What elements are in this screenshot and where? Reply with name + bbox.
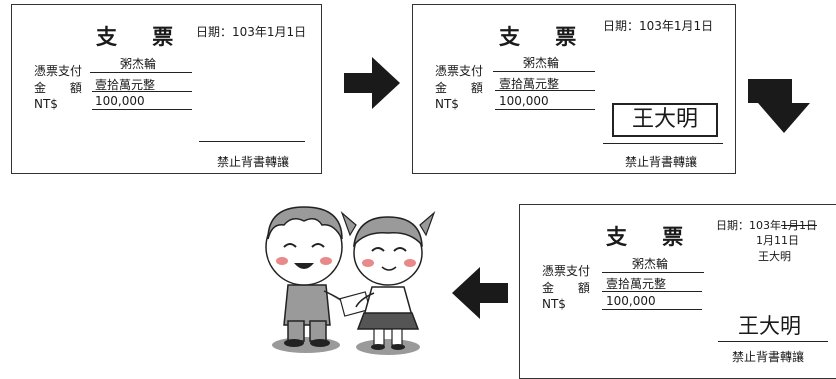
boy-icon <box>265 206 351 347</box>
signature-line <box>718 341 828 342</box>
payee-underline <box>602 272 704 273</box>
payee-label: 憑票支付 <box>542 264 591 278</box>
endorsement-note: 禁止背書轉讓 <box>217 155 290 169</box>
endorsement-note: 禁止背書轉讓 <box>625 155 698 169</box>
amount-underline <box>92 91 192 92</box>
date-correction-signer: 王大明 <box>758 250 791 263</box>
currency-value: 100,000 <box>606 294 656 308</box>
payee-label: 憑票支付 <box>34 64 83 78</box>
cheque-title: 支 票 <box>499 25 591 49</box>
signature-line <box>199 141 305 142</box>
payee-value: 粥杰輪 <box>120 57 157 71</box>
date-prefix: 日期：103年1月1日 <box>716 217 817 233</box>
girl-icon <box>340 211 436 350</box>
cheque-title: 支 票 <box>606 225 698 249</box>
currency-underline <box>602 309 702 310</box>
endorsement-note: 禁止背書轉讓 <box>732 350 805 364</box>
currency-value: 100,000 <box>95 94 145 108</box>
amount-value: 壹拾萬元整 <box>95 78 156 92</box>
cheque-date: 日期：103年1月1日 <box>603 19 714 33</box>
currency-label: NT$ <box>34 97 58 111</box>
arrow-left-icon <box>452 267 508 319</box>
cheque-original: 支 票 日期：103年1月1日 憑票支付 粥杰輪 金 額 壹拾萬元整 NT$ 1… <box>11 4 322 174</box>
payee-label: 憑票支付 <box>435 64 484 78</box>
cheque-date: 日期：103年1月1日 <box>196 25 307 39</box>
currency-value: 100,000 <box>499 94 549 108</box>
currency-label: NT$ <box>542 297 566 311</box>
payee-underline <box>493 71 595 72</box>
signature-line <box>603 143 723 144</box>
currency-underline <box>92 109 192 110</box>
date-prefix-text: 日期： <box>716 219 749 232</box>
amount-label: 金 額 <box>542 281 600 295</box>
amount-value: 壹拾萬元整 <box>499 77 560 91</box>
payee-value: 粥杰輪 <box>523 56 560 70</box>
girl-shadow-icon <box>356 339 420 355</box>
date-old-struck: 1月1日 <box>781 219 817 232</box>
arrow-down-icon <box>748 79 810 133</box>
boy-shadow-icon <box>272 337 340 353</box>
amount-value: 壹拾萬元整 <box>606 277 667 291</box>
cheque-corrected: 支 票 日期：103年1月1日 1月11日 王大明 憑票支付 粥杰輪 金 額 壹… <box>519 204 836 379</box>
currency-label: NT$ <box>435 97 459 111</box>
signature-stamp: 王大明 <box>612 103 718 137</box>
signature: 王大明 <box>738 314 801 338</box>
payee-underline <box>90 72 192 73</box>
amount-label: 金 額 <box>435 81 493 95</box>
cheque-signed: 支 票 日期：103年1月1日 憑票支付 粥杰輪 金 額 壹拾萬元整 NT$ 1… <box>412 4 736 174</box>
amount-underline <box>602 291 702 292</box>
amount-underline <box>495 90 595 91</box>
amount-label: 金 額 <box>34 81 92 95</box>
cheque-title: 支 票 <box>96 25 188 49</box>
payee-value: 粥杰輪 <box>632 257 669 271</box>
arrow-right-icon <box>344 57 400 109</box>
date-year: 103年 <box>749 219 781 232</box>
currency-underline <box>495 109 595 110</box>
children-exchanging-cheque-illustration <box>265 206 436 355</box>
date-new: 1月11日 <box>756 234 799 247</box>
